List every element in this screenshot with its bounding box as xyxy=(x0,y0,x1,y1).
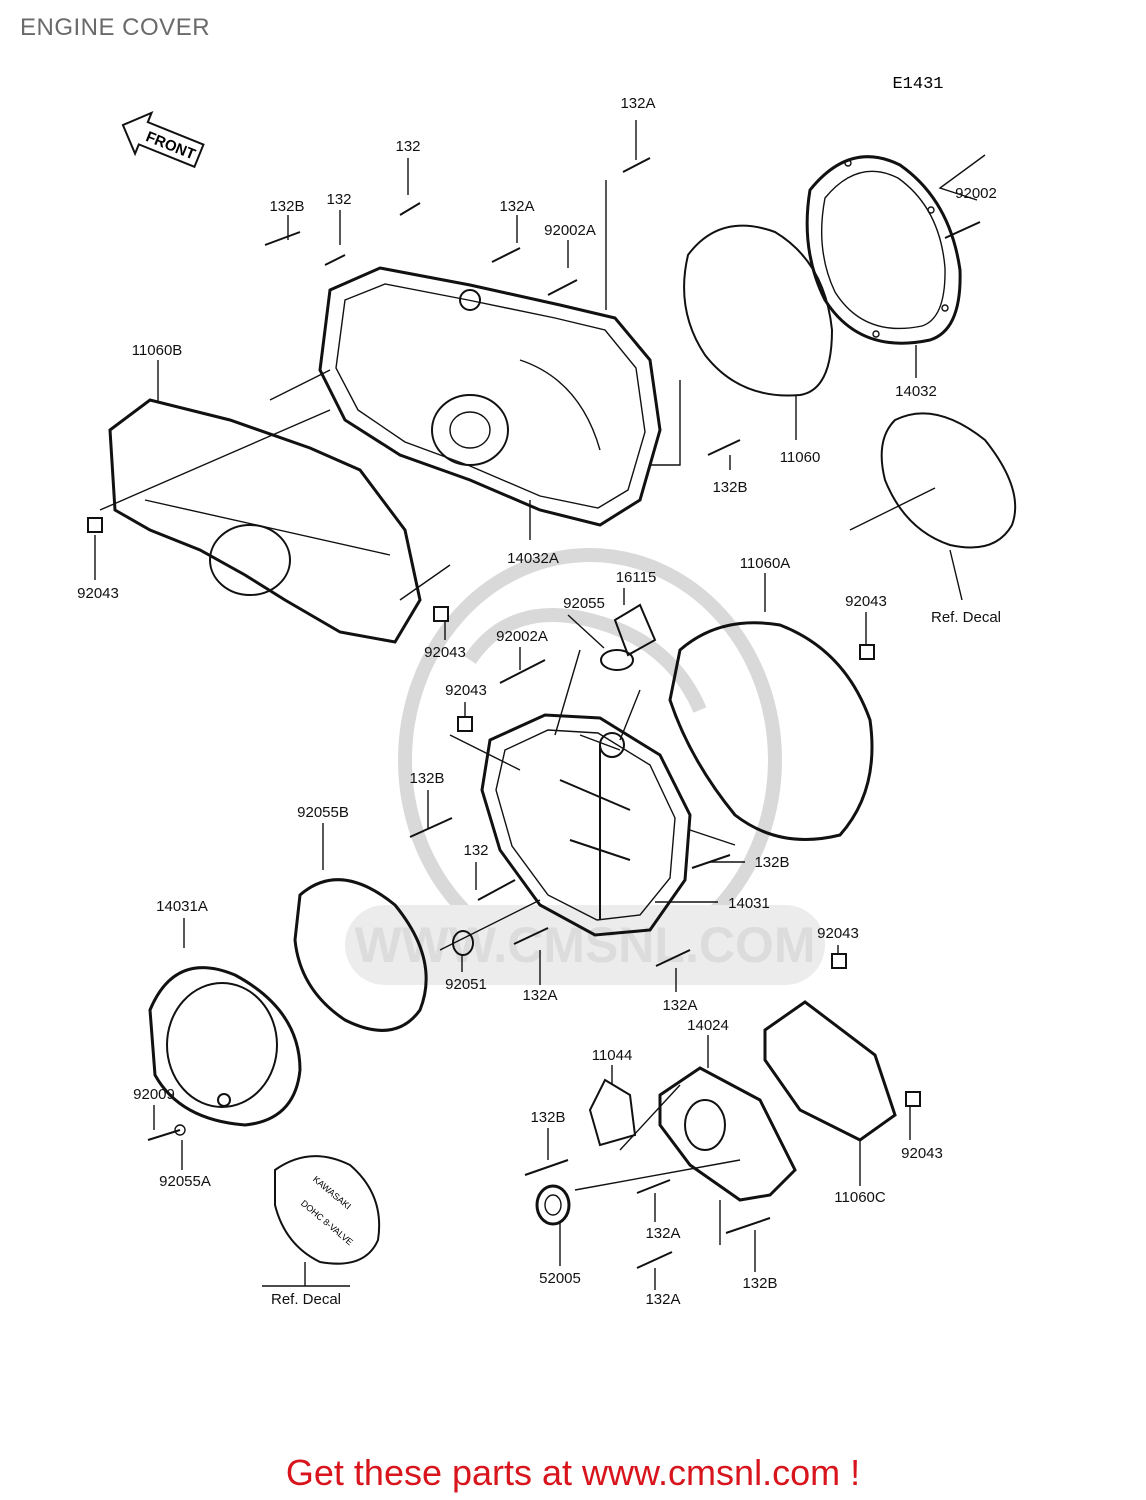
callout-label: 11060C xyxy=(834,1189,886,1206)
callout-label: 132B xyxy=(409,770,444,787)
callout-label: 132 xyxy=(326,191,351,208)
gasket-11060 xyxy=(683,224,834,397)
callout-label: 11060A xyxy=(740,555,791,572)
callout-label: 14032 xyxy=(895,383,937,400)
seal-52005 xyxy=(535,1184,571,1226)
callout-labels: 132A 132 132B 132 132A 92002A 92002 1106… xyxy=(77,95,1001,1308)
gasket-11060A xyxy=(668,621,874,841)
page-title: ENGINE COVER xyxy=(20,14,211,41)
callout-label: 11044 xyxy=(592,1047,633,1064)
cover-14031A xyxy=(148,966,302,1127)
bracket-11044 xyxy=(588,1078,637,1147)
callout-label: 132 xyxy=(395,138,420,155)
cover-14032A xyxy=(318,266,662,527)
watermark-text: WWW.CMSNL.COM xyxy=(354,917,815,973)
callout-label: 132B xyxy=(269,198,304,215)
oring-92055B xyxy=(293,878,428,1032)
callout-label: 132B xyxy=(754,854,789,871)
callout-label: 92043 xyxy=(445,682,487,699)
callout-label: 92043 xyxy=(77,585,119,602)
cover-14031 xyxy=(480,713,692,937)
callout-label: 92002A xyxy=(496,628,548,645)
callout-label: Ref. Decal xyxy=(271,1291,341,1308)
callout-label: 52005 xyxy=(539,1270,581,1287)
ref-decal-round: KAWASAKI DOHC 8-VALVE xyxy=(262,1155,381,1287)
callout-label: 92055 xyxy=(563,595,605,612)
callout-label: 11060B xyxy=(132,342,183,359)
cover-14032 xyxy=(805,155,962,345)
callout-label: 132B xyxy=(712,479,747,496)
callout-label: 92051 xyxy=(445,976,487,993)
callout-label: 92055A xyxy=(159,1173,211,1190)
callout-label: 132 xyxy=(463,842,488,859)
callout-label: 92043 xyxy=(845,593,887,610)
callout-label: 11060 xyxy=(780,449,821,466)
callout-label: 92002 xyxy=(955,185,997,202)
callout-label: 132A xyxy=(645,1291,680,1308)
callout-label: 132A xyxy=(662,997,697,1014)
callout-label: 132A xyxy=(645,1225,680,1242)
callout-label: 14031A xyxy=(156,898,208,915)
leader-lines xyxy=(94,120,986,1290)
footer-link-text[interactable]: Get these parts at www.cmsnl.com ! xyxy=(285,1452,861,1493)
callout-label: 92009 xyxy=(133,1086,175,1103)
callout-label: 132A xyxy=(499,198,534,215)
callout-label: 92055B xyxy=(297,804,349,821)
callout-label: 132A xyxy=(522,987,557,1004)
decal-text-brand: KAWASAKI xyxy=(311,1174,353,1211)
bolt-icons xyxy=(147,157,981,1269)
callout-label: 92043 xyxy=(424,644,466,661)
callout-label: 14032A xyxy=(507,550,559,567)
callout-label: Ref. Decal xyxy=(931,609,1001,626)
callout-label: 92043 xyxy=(901,1145,943,1162)
gasket-11060C xyxy=(763,1000,897,1142)
front-arrow-icon: FRONT xyxy=(121,110,205,169)
ref-decal-oval xyxy=(849,412,1017,601)
callout-label: 92002A xyxy=(544,222,596,239)
callout-label: 14024 xyxy=(687,1017,729,1034)
callout-label: 92043 xyxy=(817,925,859,942)
callout-label: 132B xyxy=(742,1275,777,1292)
cover-14024 xyxy=(658,1066,797,1202)
callout-label: 14031 xyxy=(728,895,770,912)
callout-label: 132A xyxy=(620,95,655,112)
callout-label: 132B xyxy=(530,1109,565,1126)
diagram-code: E1431 xyxy=(892,75,943,94)
collar-icons xyxy=(87,517,921,1136)
callout-label: 16115 xyxy=(616,569,657,586)
gasket-11060B xyxy=(108,398,422,644)
